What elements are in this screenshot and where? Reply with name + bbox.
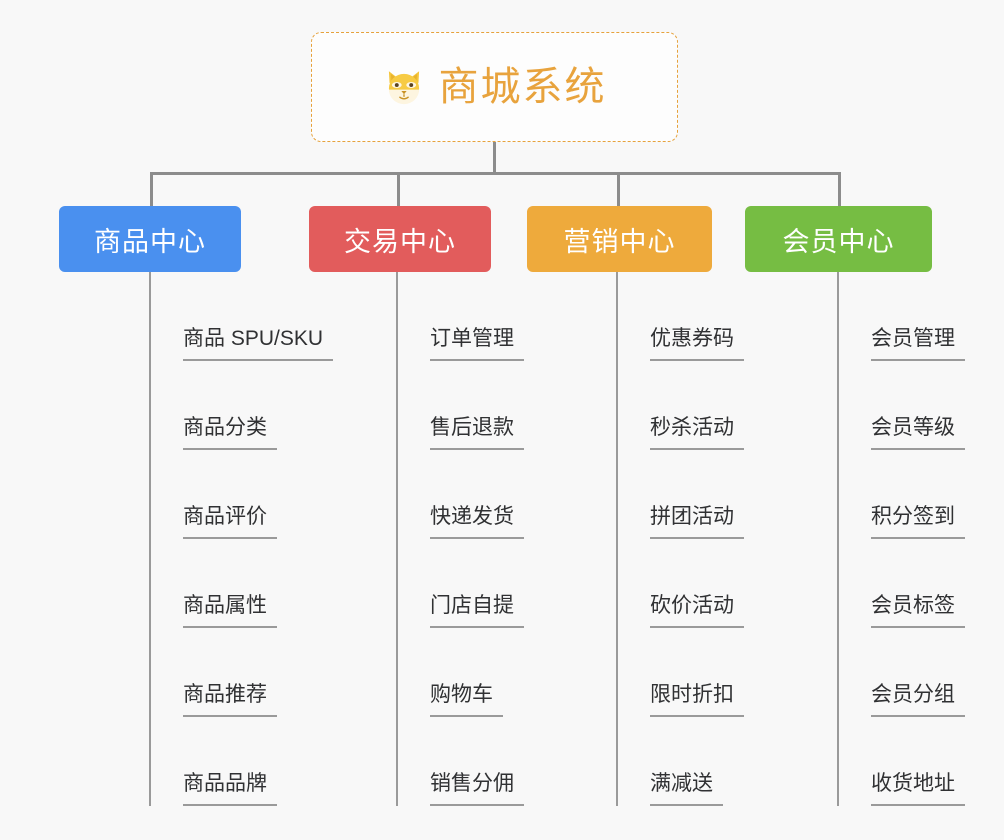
child-item-label: 商品 SPU/SKU bbox=[183, 327, 334, 361]
child-item[interactable]: 满减送 bbox=[616, 717, 723, 806]
connector-horizontal-bar bbox=[150, 172, 841, 175]
child-item-label: 积分签到 bbox=[871, 505, 965, 539]
category-box[interactable]: 营销中心 bbox=[527, 206, 712, 272]
category-box[interactable]: 商品中心 bbox=[59, 206, 241, 272]
root-title: 商城系统 bbox=[438, 65, 607, 109]
child-item-label: 会员管理 bbox=[871, 327, 965, 361]
child-item[interactable]: 销售分佣 bbox=[396, 717, 524, 806]
root-node[interactable]: 商城系统 bbox=[311, 32, 678, 142]
child-list: 订单管理售后退款快递发货门店自提购物车销售分佣 bbox=[396, 272, 524, 806]
child-list: 会员管理会员等级积分签到会员标签会员分组收货地址 bbox=[837, 272, 965, 806]
category-label: 交易中心 bbox=[344, 226, 456, 257]
child-spine bbox=[396, 272, 398, 806]
branch-column: 会员中心会员管理会员等级积分签到会员标签会员分组收货地址 bbox=[745, 206, 965, 806]
child-spine bbox=[837, 272, 839, 806]
child-item-label: 限时折扣 bbox=[650, 683, 744, 717]
child-item[interactable]: 商品品牌 bbox=[149, 717, 277, 806]
child-item[interactable]: 积分签到 bbox=[837, 450, 965, 539]
child-list: 商品 SPU/SKU 商品分类商品评价商品属性商品推荐商品品牌 bbox=[149, 272, 334, 806]
branch-column: 营销中心优惠券码秒杀活动拼团活动砍价活动限时折扣满减送 bbox=[527, 206, 744, 806]
child-item[interactable]: 快递发货 bbox=[396, 450, 524, 539]
category-label: 营销中心 bbox=[563, 226, 676, 257]
child-item[interactable]: 砍价活动 bbox=[616, 539, 744, 628]
child-item-label: 拼团活动 bbox=[650, 505, 744, 539]
shiba-dog-face-icon bbox=[383, 66, 425, 108]
child-item[interactable]: 会员管理 bbox=[837, 272, 965, 361]
child-item-label: 门店自提 bbox=[430, 594, 524, 628]
child-item-label: 商品品牌 bbox=[183, 772, 277, 806]
child-item[interactable]: 商品 SPU/SKU bbox=[149, 272, 334, 361]
connector-drop-1 bbox=[150, 172, 153, 206]
child-item[interactable]: 商品评价 bbox=[149, 450, 277, 539]
child-item-label: 快递发货 bbox=[430, 505, 524, 539]
child-item-label: 收货地址 bbox=[871, 772, 965, 806]
connector-drop-4 bbox=[838, 172, 841, 206]
child-item-label: 会员等级 bbox=[871, 416, 965, 450]
connector-drop-3 bbox=[617, 172, 620, 206]
child-item-label: 商品评价 bbox=[183, 505, 277, 539]
connector-drop-2 bbox=[397, 172, 400, 206]
child-item[interactable]: 收货地址 bbox=[837, 717, 965, 806]
connector-root-stem bbox=[493, 142, 496, 174]
child-spine bbox=[616, 272, 618, 806]
child-item-label: 订单管理 bbox=[430, 327, 524, 361]
child-item[interactable]: 商品属性 bbox=[149, 539, 277, 628]
child-item[interactable]: 会员等级 bbox=[837, 361, 965, 450]
child-item-label: 优惠券码 bbox=[650, 327, 744, 361]
child-item-label: 满减送 bbox=[650, 772, 723, 806]
child-item[interactable]: 拼团活动 bbox=[616, 450, 744, 539]
child-item-label: 会员标签 bbox=[871, 594, 965, 628]
child-item[interactable]: 会员分组 bbox=[837, 628, 965, 717]
child-item-label: 砍价活动 bbox=[650, 594, 744, 628]
child-item[interactable]: 限时折扣 bbox=[616, 628, 744, 717]
child-item-label: 销售分佣 bbox=[430, 772, 524, 806]
branch-column: 交易中心订单管理售后退款快递发货门店自提购物车销售分佣 bbox=[309, 206, 524, 806]
child-item-label: 秒杀活动 bbox=[650, 416, 744, 450]
child-item[interactable]: 购物车 bbox=[396, 628, 503, 717]
category-label: 会员中心 bbox=[782, 226, 895, 257]
child-item[interactable]: 秒杀活动 bbox=[616, 361, 744, 450]
child-item[interactable]: 商品分类 bbox=[149, 361, 277, 450]
child-item[interactable]: 订单管理 bbox=[396, 272, 524, 361]
child-item-label: 会员分组 bbox=[871, 683, 965, 717]
category-box[interactable]: 会员中心 bbox=[745, 206, 932, 272]
child-item[interactable]: 会员标签 bbox=[837, 539, 965, 628]
child-item-label: 售后退款 bbox=[430, 416, 524, 450]
child-item-label: 商品属性 bbox=[183, 594, 277, 628]
branch-column: 商品中心商品 SPU/SKU 商品分类商品评价商品属性商品推荐商品品牌 bbox=[59, 206, 334, 806]
child-item-label: 商品推荐 bbox=[183, 683, 277, 717]
child-item[interactable]: 门店自提 bbox=[396, 539, 524, 628]
child-list: 优惠券码秒杀活动拼团活动砍价活动限时折扣满减送 bbox=[616, 272, 744, 806]
category-box[interactable]: 交易中心 bbox=[309, 206, 491, 272]
child-item[interactable]: 售后退款 bbox=[396, 361, 524, 450]
child-item[interactable]: 商品推荐 bbox=[149, 628, 277, 717]
category-label: 商品中心 bbox=[94, 226, 206, 257]
child-item-label: 商品分类 bbox=[183, 416, 277, 450]
child-spine bbox=[149, 272, 151, 806]
child-item-label: 购物车 bbox=[430, 683, 503, 717]
child-item[interactable]: 优惠券码 bbox=[616, 272, 744, 361]
